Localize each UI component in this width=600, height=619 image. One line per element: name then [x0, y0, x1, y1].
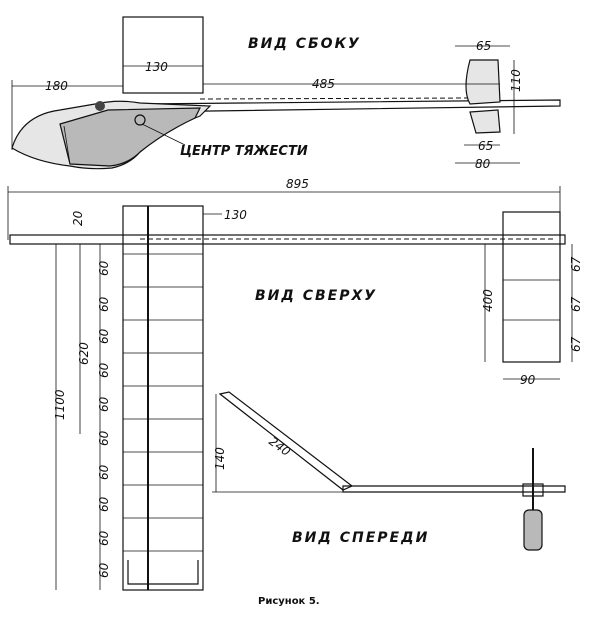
fin — [465, 59, 501, 105]
dim-67-3: 67 — [569, 336, 583, 352]
side-view: ВИД СБОКУ 65 130 180 485 110 65 80 ЦЕНТР… — [11, 16, 561, 171]
rib-spacing-2: 60 — [97, 296, 111, 312]
front-fuselage — [522, 483, 544, 497]
dim-400: 400 — [481, 289, 495, 312]
front-nose — [523, 509, 543, 551]
dim-67-1: 67 — [569, 256, 583, 272]
dim-pylon: 130 — [145, 60, 168, 74]
nose-wood-block — [59, 107, 201, 167]
dim-80: 80 — [475, 157, 491, 171]
wing-pylon — [122, 16, 204, 94]
front-view-title: ВИД СПЕРЕДИ — [292, 530, 429, 546]
lower-fin — [469, 109, 501, 134]
rib-spacing-10: 60 — [97, 562, 111, 578]
rib-spacing-9: 60 — [97, 530, 111, 546]
dim-895: 895 — [286, 177, 309, 191]
cg-mark — [134, 114, 146, 126]
cg-label: ЦЕНТР ТЯЖЕСТИ — [180, 144, 308, 159]
dim-90: 90 — [520, 373, 536, 387]
dim-1100: 1100 — [53, 389, 67, 420]
front-view: ВИД СПЕРЕДИ 240 140 — [212, 391, 566, 551]
cg-leader — [141, 123, 186, 146]
figure-caption: Рисунок 5. — [258, 596, 320, 607]
dim-top-130: 130 — [224, 208, 247, 222]
rib-spacing-3: 60 — [97, 328, 111, 344]
fuselage-top — [9, 234, 566, 245]
top-view-title: ВИД СВЕРХУ — [255, 288, 377, 304]
rib-spacing-4: 60 — [97, 362, 111, 378]
nose-bulkhead — [63, 125, 71, 165]
dim-620: 620 — [77, 342, 91, 365]
side-view-title: ВИД СБОКУ — [248, 36, 361, 52]
rib-spacing-5: 60 — [97, 396, 111, 412]
dim-110: 110 — [509, 69, 523, 92]
top-view: ВИД СВЕРХУ 20 130 1100 620 60 60 60 60 — [9, 205, 583, 591]
rib-spacing-7: 60 — [97, 464, 111, 480]
boom-hidden-line — [199, 97, 471, 100]
rib-spacing-1: 60 — [97, 260, 111, 276]
wing-top — [122, 205, 204, 591]
dim-140: 140 — [213, 447, 227, 470]
wing-center-panel — [342, 485, 566, 493]
rib-spacing-8: 60 — [97, 496, 111, 512]
wing-tip — [127, 560, 199, 585]
hook — [95, 101, 105, 111]
stabilizer-top — [502, 211, 561, 363]
rib-spacing-6: 60 — [97, 430, 111, 446]
dim-67-2: 67 — [569, 296, 583, 312]
dim-20: 20 — [71, 210, 85, 226]
dim-65-bottom: 65 — [478, 139, 493, 153]
wing-tip-panel — [218, 391, 354, 491]
